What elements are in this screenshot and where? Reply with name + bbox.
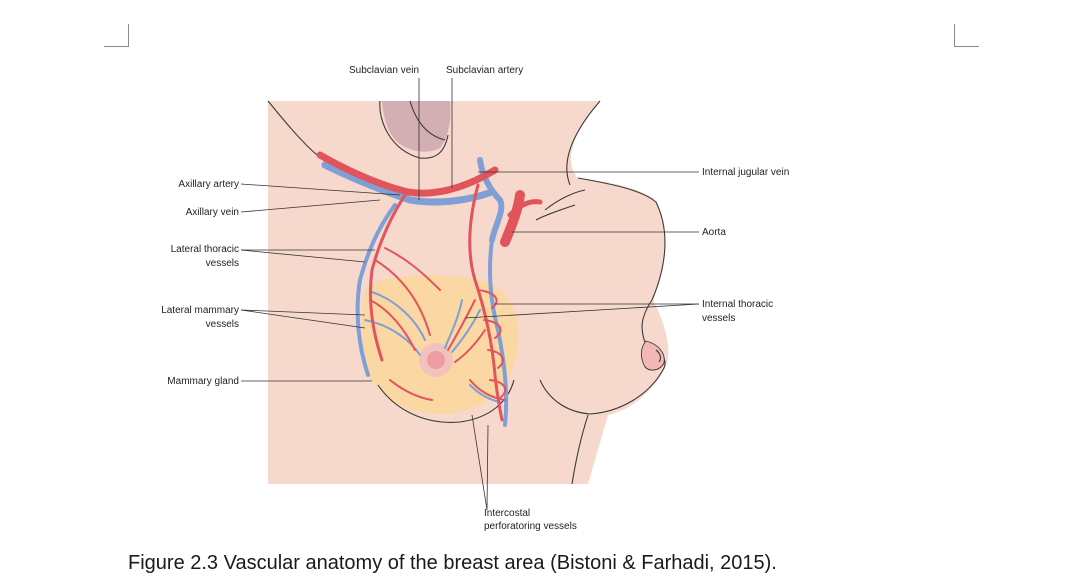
right-areola <box>655 349 661 363</box>
label-internal-thoracic-line1: Internal thoracic <box>702 299 773 310</box>
leader-lines <box>240 78 700 511</box>
leader-axillary-vein <box>240 199 381 213</box>
label-lateral-mammary-line2: vessels <box>206 319 239 330</box>
shoulder-outline <box>566 100 601 186</box>
figure-caption: Figure 2.3 Vascular anatomy of the breas… <box>128 552 777 574</box>
label-subclavian-vein: Subclavian vein <box>349 65 419 76</box>
leader-lateral-mammary-b <box>240 309 366 329</box>
intercostal-perforator-loops <box>477 289 507 399</box>
breast-vascular-diagram: Subclavian vein Subclavian artery Axilla… <box>161 65 789 532</box>
leader-axillary-artery <box>240 183 401 196</box>
leader-intercostal-a <box>471 414 488 511</box>
sternum-line <box>535 204 576 221</box>
aorta-path <box>500 190 525 247</box>
left-nipple <box>427 351 445 369</box>
label-intercostal-line1: Intercostal <box>484 508 530 519</box>
lateral-thoracic-vein-path <box>355 203 397 377</box>
label-internal-jugular-vein: Internal jugular vein <box>702 167 789 178</box>
armpit-shadow <box>382 101 451 152</box>
subclavian-vein-path <box>321 161 496 206</box>
crop-mark-top-left <box>104 24 129 47</box>
armpit-outline <box>379 100 449 159</box>
label-axillary-artery: Axillary artery <box>178 179 239 190</box>
label-lateral-mammary-line1: Lateral mammary <box>161 305 239 316</box>
label-aorta: Aorta <box>702 227 726 238</box>
internal-thoracic-vein-path <box>488 238 509 427</box>
leader-intercostal-b <box>486 424 489 511</box>
label-mammary-gland: Mammary gland <box>167 376 239 387</box>
right-nipple <box>640 340 665 371</box>
leader-internal-thoracic-b <box>464 303 700 319</box>
label-internal-thoracic-line2: vessels <box>702 313 735 324</box>
lower-torso-line <box>571 414 589 485</box>
internal-thoracic-artery-path <box>468 183 504 422</box>
label-intercostal-line2: perforatoring vessels <box>484 521 577 532</box>
subclavian-artery-path <box>316 151 499 197</box>
armpit-hair-fold <box>409 100 446 141</box>
label-axillary-vein: Axillary vein <box>186 207 239 218</box>
lateral-mammary-arteries <box>369 247 506 401</box>
label-lateral-thoracic-line1: Lateral thoracic <box>171 244 239 255</box>
artery-network <box>316 151 543 422</box>
leader-lateral-thoracic-b <box>240 249 366 263</box>
diagram-labels: Subclavian vein Subclavian artery Axilla… <box>161 65 789 532</box>
label-lateral-thoracic-line2: vessels <box>206 258 239 269</box>
lateral-thoracic-artery-path <box>369 193 407 362</box>
lateral-mammary-veins <box>364 291 501 403</box>
clavicle-line <box>544 189 586 211</box>
aortic-branch <box>507 199 543 218</box>
crop-mark-top-right <box>954 24 979 47</box>
label-subclavian-artery: Subclavian artery <box>446 65 523 76</box>
leader-lateral-mammary-a <box>240 309 366 316</box>
